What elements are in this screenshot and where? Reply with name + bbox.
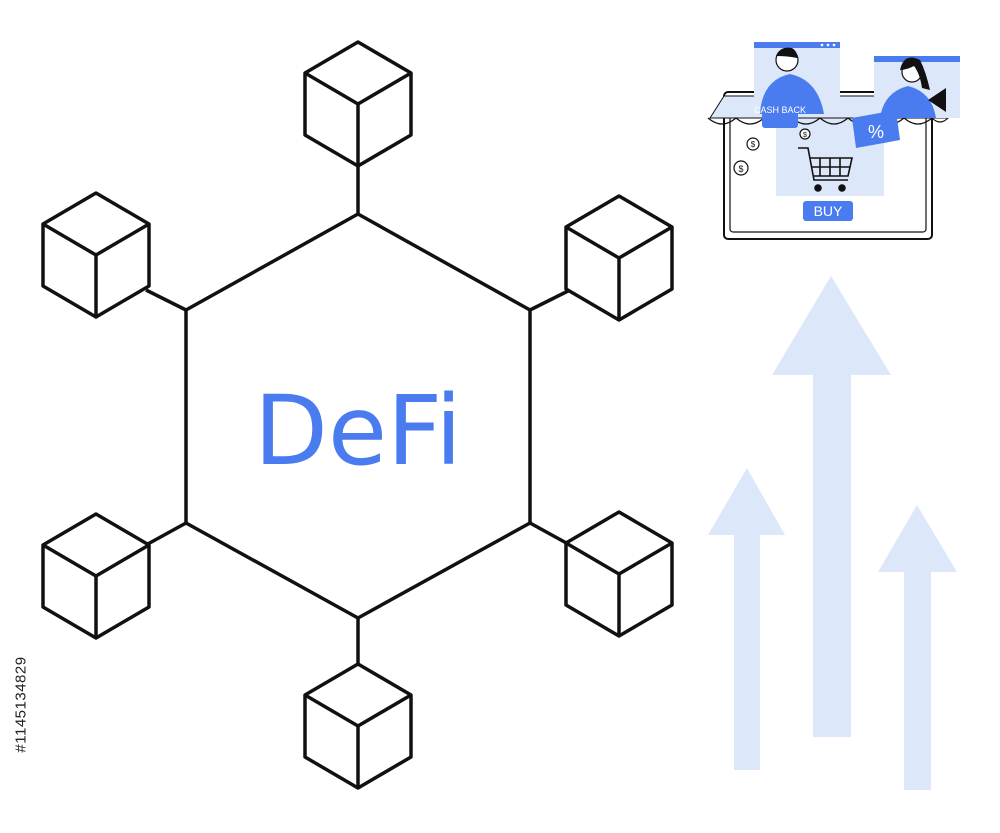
woman-avatar-icon (874, 56, 960, 118)
node-connectors (145, 160, 571, 668)
growth-arrow-right (878, 505, 957, 790)
stock-id: #1145134829 (6, 594, 36, 814)
cashback-tag: CASH BACK (754, 100, 806, 128)
blockchain-cube-top (303, 40, 413, 168)
growth-arrow-left (708, 468, 785, 770)
blockchain-cube-lower-left (41, 512, 151, 640)
blockchain-cube-upper-right (564, 194, 674, 322)
blockchain-cube-upper-left (41, 191, 151, 319)
growth-arrows (708, 276, 957, 790)
discount-symbol: % (868, 122, 884, 142)
shopping-cart-icon (798, 147, 853, 192)
svg-text:$: $ (738, 164, 743, 174)
growth-arrow-center (772, 276, 891, 737)
stock-id-text: #1145134829 (12, 655, 30, 753)
shop-illustration: CASH BACK % $ $ $ (707, 42, 960, 240)
svg-text:$: $ (751, 140, 756, 149)
buy-button: BUY (803, 201, 853, 221)
defi-hexagon (184, 212, 532, 620)
blockchain-cube-lower-right (564, 510, 674, 638)
buy-button-label: BUY (814, 203, 843, 219)
cashback-label: CASH BACK (754, 105, 806, 115)
svg-text:$: $ (803, 132, 807, 139)
man-avatar-icon (754, 42, 840, 114)
blockchain-cube-bottom (303, 662, 413, 790)
defi-label: DeFi (254, 375, 462, 487)
coin-icon: $ $ $ (733, 128, 811, 176)
discount-coupon-icon: % (852, 110, 900, 148)
